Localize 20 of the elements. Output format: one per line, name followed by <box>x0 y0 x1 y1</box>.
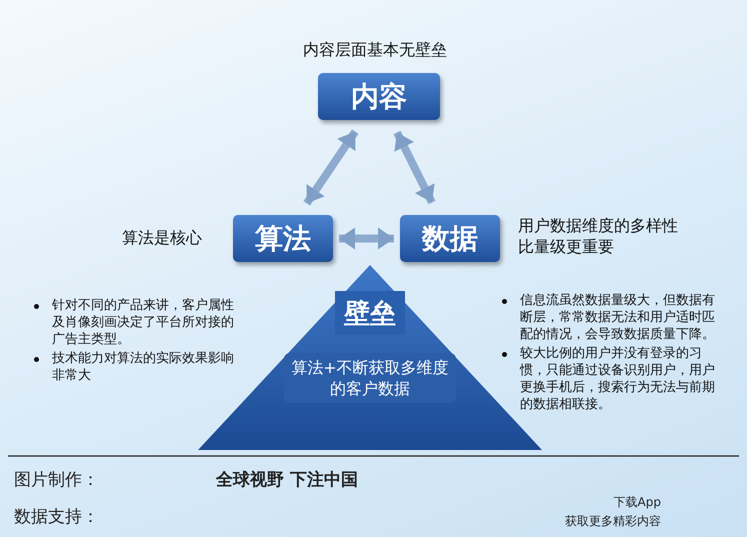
node-label: 算法是核心 <box>122 228 203 249</box>
footer-note: 获取更多精彩内容 <box>564 513 661 530</box>
bullet-text: 信息流虽然数据量级大，但数据有断层，常常数据无法和用户适时匹配的情况，会导致数据质量下降。 <box>520 293 715 342</box>
body-text: 算法+不断获取多维度的客户数据 <box>284 353 456 403</box>
footer-note: 下载App <box>612 494 661 511</box>
footer-label: 图片制作： <box>14 469 99 491</box>
slogan-text: 全球视野 下注中国 <box>216 469 358 491</box>
concept-box: 内容 <box>318 73 440 120</box>
node-label: 用户数据维度的多样性比量级更重要 <box>518 216 678 258</box>
bullet-text: 针对不同的产品来讲，客户属性及肖像刻画决定了平台所对接的广告主类型。 <box>52 298 234 347</box>
concept-box: 数据 <box>400 215 500 262</box>
concept-box: 算法 <box>233 215 333 262</box>
double-arrow <box>339 228 394 250</box>
heading: 壁垒 <box>335 291 405 335</box>
node-label: 内容层面基本无壁垒 <box>302 40 448 61</box>
bullet-text: 技术能力对算法的实际效果影响非常大 <box>52 351 234 383</box>
bullet-text: 较大比例的用户并没有登录的习惯，只能通过设备识别用户，用户更换手机后，搜索行为无法与前期的数据相联接。 <box>520 346 715 412</box>
footer-label: 数据支持： <box>14 506 99 528</box>
double-arrow <box>393 130 436 204</box>
double-arrow <box>303 129 359 206</box>
